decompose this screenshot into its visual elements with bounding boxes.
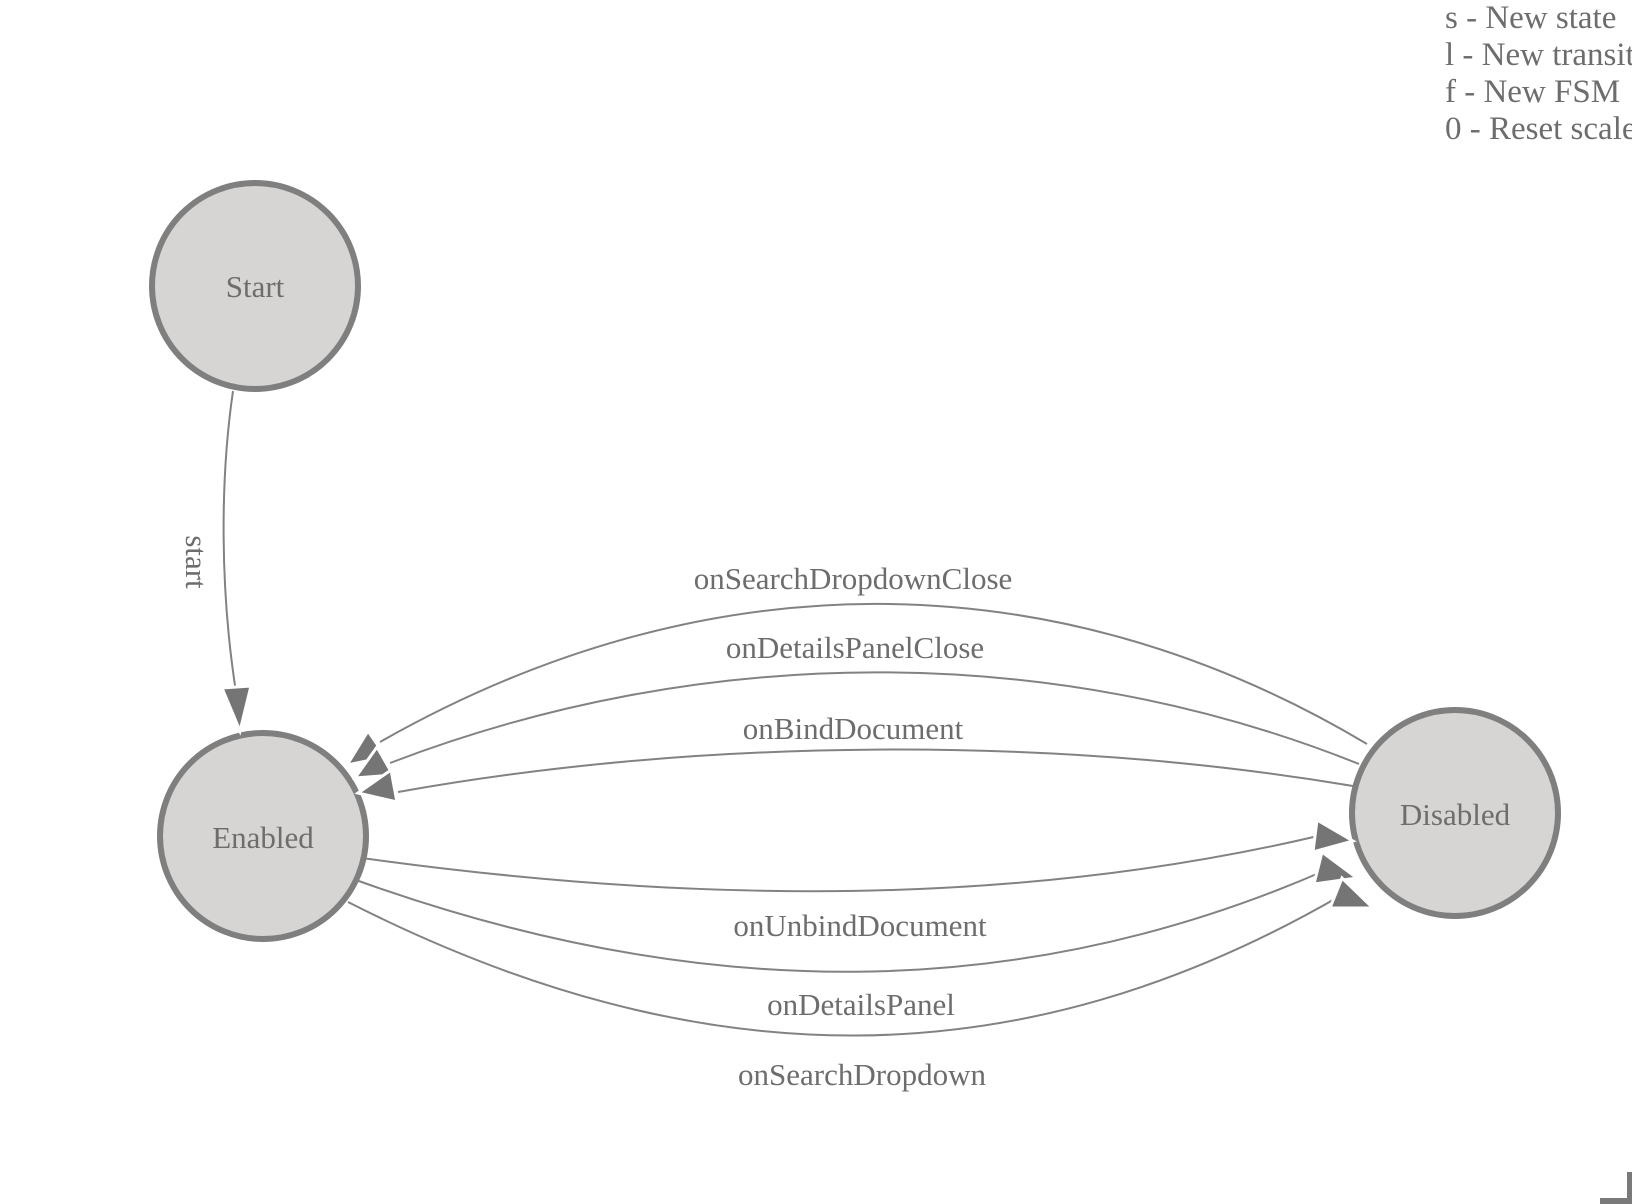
arrowhead: [1312, 849, 1361, 886]
node-start-state[interactable]: Start: [149, 180, 361, 392]
arrowhead: [354, 767, 399, 804]
node-label: Disabled: [1400, 797, 1511, 832]
edge-label: onSearchDropdownClose: [694, 561, 1013, 596]
edge-onSearchDropdown[interactable]: onSearchDropdown: [347, 875, 1377, 1092]
edge-path[interactable]: [355, 869, 1327, 973]
edge-label: onSearchDropdown: [738, 1057, 986, 1092]
arrowhead: [351, 744, 396, 780]
node-disabled-state[interactable]: Disabled: [1349, 707, 1561, 919]
edge-start[interactable]: start: [179, 390, 253, 736]
edge-onSearchDropdownClose[interactable]: onSearchDropdownClose: [343, 561, 1368, 768]
legend-item-new-fsm: f - New FSM: [1445, 74, 1621, 110]
node-label: Start: [226, 269, 285, 304]
edge-label: onBindDocument: [743, 711, 964, 746]
node-enabled-state[interactable]: Enabled: [157, 730, 369, 942]
arrowhead: [1311, 817, 1357, 855]
clipped-corner-shape: [1600, 1172, 1632, 1204]
corner-vertical-bar: [1627, 1172, 1632, 1204]
edge-label: onUnbindDocument: [733, 908, 987, 943]
edge-path[interactable]: [347, 895, 1341, 1037]
edge-label: onDetailsPanelClose: [726, 630, 984, 665]
legend-item-new-state: s - New state: [1445, 0, 1617, 36]
arrowhead: [219, 684, 253, 736]
edge-onDetailsPanel[interactable]: onDetailsPanel: [355, 849, 1361, 1022]
node-circle[interactable]: [157, 730, 369, 942]
arrowhead: [1327, 875, 1377, 910]
shortcuts-legend: s - New state l - New transition f - New…: [1445, 0, 1632, 148]
edge-path[interactable]: [222, 390, 237, 693]
node-label: Enabled: [212, 820, 314, 855]
edge-path[interactable]: [397, 748, 1354, 793]
edge-path[interactable]: [361, 835, 1319, 893]
edge-label: start: [179, 535, 214, 589]
node-circle[interactable]: [149, 180, 361, 392]
edge-path[interactable]: [389, 671, 1360, 765]
edge-path[interactable]: [379, 602, 1368, 745]
edge-onDetailsPanelClose[interactable]: onDetailsPanelClose: [351, 630, 1360, 780]
edge-onUnbindDocument[interactable]: onUnbindDocument: [361, 817, 1357, 943]
edge-onBindDocument[interactable]: onBindDocument: [354, 711, 1354, 804]
edge-label: onDetailsPanel: [767, 987, 955, 1022]
corner-horizontal-bar: [1600, 1198, 1632, 1204]
legend-item-reset-scale: 0 - Reset scale: [1445, 111, 1632, 147]
node-circle[interactable]: [1349, 707, 1561, 919]
legend-item-new-transition: l - New transition: [1445, 37, 1632, 73]
